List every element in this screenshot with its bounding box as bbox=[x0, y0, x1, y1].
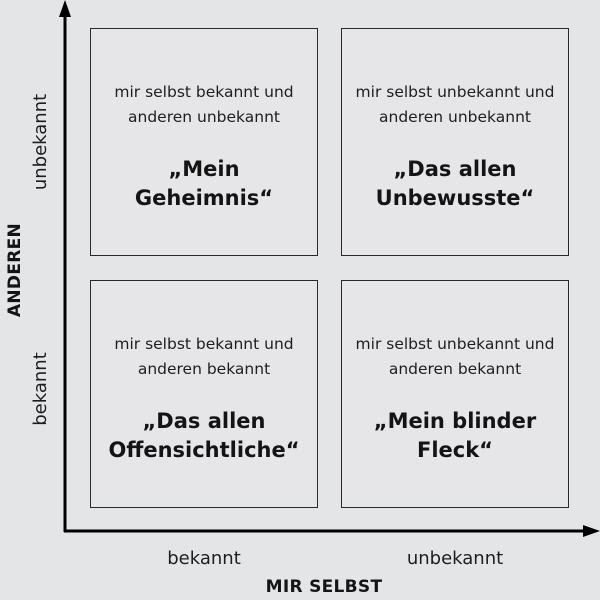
description-line: mir selbst bekannt und bbox=[114, 83, 294, 101]
title-line: Geheimnis“ bbox=[134, 186, 274, 210]
title-line: „Das allen bbox=[142, 409, 266, 433]
title-line: Fleck“ bbox=[416, 438, 493, 462]
description-line: anderen bekannt bbox=[137, 360, 271, 378]
y-tick-label: unbekannt bbox=[30, 93, 51, 191]
description-line: mir selbst unbekannt und bbox=[355, 83, 555, 101]
x-tick-label: unbekannt bbox=[406, 548, 504, 569]
quadrant-description: mir selbst unbekannt und anderen unbekan… bbox=[342, 80, 568, 130]
description-line: anderen unbekannt bbox=[128, 108, 280, 126]
quadrant-description: mir selbst bekannt und anderen unbekannt bbox=[91, 80, 317, 130]
quadrant-title: „Das allen Unbewusste“ bbox=[342, 155, 568, 213]
quadrant-bottom-left: mir selbst bekannt und anderen bekannt „… bbox=[90, 280, 318, 508]
y-axis-arrowhead bbox=[59, 0, 71, 17]
title-line: „Mein bbox=[168, 157, 240, 181]
title-line: Offensichtliche“ bbox=[108, 438, 300, 462]
description-line: mir selbst unbekannt und bbox=[355, 335, 555, 353]
description-line: anderen unbekannt bbox=[379, 108, 531, 126]
quadrant-top-left: mir selbst bekannt und anderen unbekannt… bbox=[90, 28, 318, 256]
quadrant-top-right: mir selbst unbekannt und anderen unbekan… bbox=[341, 28, 569, 256]
y-tick-label: bekannt bbox=[30, 352, 51, 426]
x-axis-title: MIR SELBST bbox=[265, 577, 383, 597]
x-tick-label: bekannt bbox=[167, 548, 241, 569]
quadrant-title: „Mein Geheimnis“ bbox=[91, 155, 317, 213]
title-line: „Das allen bbox=[393, 157, 517, 181]
title-line: „Mein blinder bbox=[373, 409, 537, 433]
x-axis-arrowhead bbox=[583, 525, 600, 537]
title-line: Unbewusste“ bbox=[375, 186, 535, 210]
quadrant-title: „Das allen Offensichtliche“ bbox=[91, 407, 317, 465]
quadrant-description: mir selbst bekannt und anderen bekannt bbox=[91, 332, 317, 382]
y-axis-title: ANDEREN bbox=[5, 222, 25, 318]
quadrant-bottom-right: mir selbst unbekannt und anderen bekannt… bbox=[341, 280, 569, 508]
quadrant-title: „Mein blinder Fleck“ bbox=[342, 407, 568, 465]
description-line: mir selbst bekannt und bbox=[114, 335, 294, 353]
description-line: anderen bekannt bbox=[388, 360, 522, 378]
quadrant-description: mir selbst unbekannt und anderen bekannt bbox=[342, 332, 568, 382]
